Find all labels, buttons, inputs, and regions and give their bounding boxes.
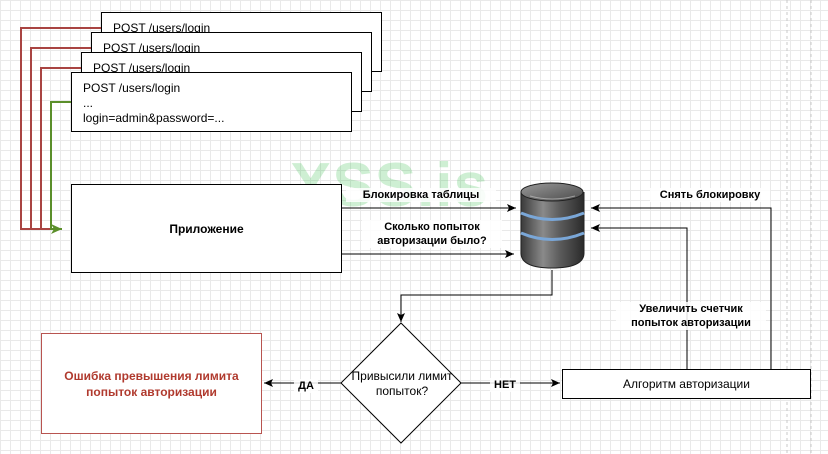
request-body: login=admin&password=...: [83, 111, 225, 125]
edge-increment: [591, 224, 688, 369]
edge-label-unlock: Снять блокировку: [650, 188, 770, 202]
limit-error-node[interactable]: Ошибка превышения лимита попыток авториз…: [41, 333, 262, 434]
request-connectors: [20, 27, 101, 234]
decision-label: Привысили лимит попыток?: [351, 369, 453, 398]
request-card-front: POST /users/login ... login=admin&passwo…: [71, 72, 352, 132]
edge-unlock: [591, 204, 772, 369]
edge-label-no: НЕТ: [490, 378, 520, 392]
edge-label-how-many: Сколько попыток авторизации было?: [362, 220, 502, 248]
app-node[interactable]: Приложение: [71, 184, 342, 273]
request-line: POST /users/login: [103, 41, 201, 55]
edge-label-yes: ДА: [294, 379, 318, 393]
request-line: POST /users/login: [113, 21, 211, 35]
active-request-connector: [50, 101, 71, 234]
edge-label-increment: Увеличить счетчик попыток авторизации: [616, 302, 766, 330]
edge-label-lock-table: Блокировка таблицы: [346, 188, 496, 202]
request-line: ...: [83, 96, 94, 110]
algo-label: Алгоритм авторизации: [623, 377, 750, 391]
request-line: POST /users/login: [93, 61, 191, 75]
database-icon[interactable]: [520, 182, 585, 269]
app-label: Приложение: [169, 221, 244, 236]
decision-diamond: [340, 322, 462, 444]
request-line: POST /users/login: [83, 81, 181, 95]
error-label: Ошибка превышения лимита попыток авториз…: [64, 368, 239, 399]
edge-db-to-decision: [397, 270, 553, 322]
auth-algorithm-node[interactable]: Алгоритм авторизации: [562, 369, 811, 399]
